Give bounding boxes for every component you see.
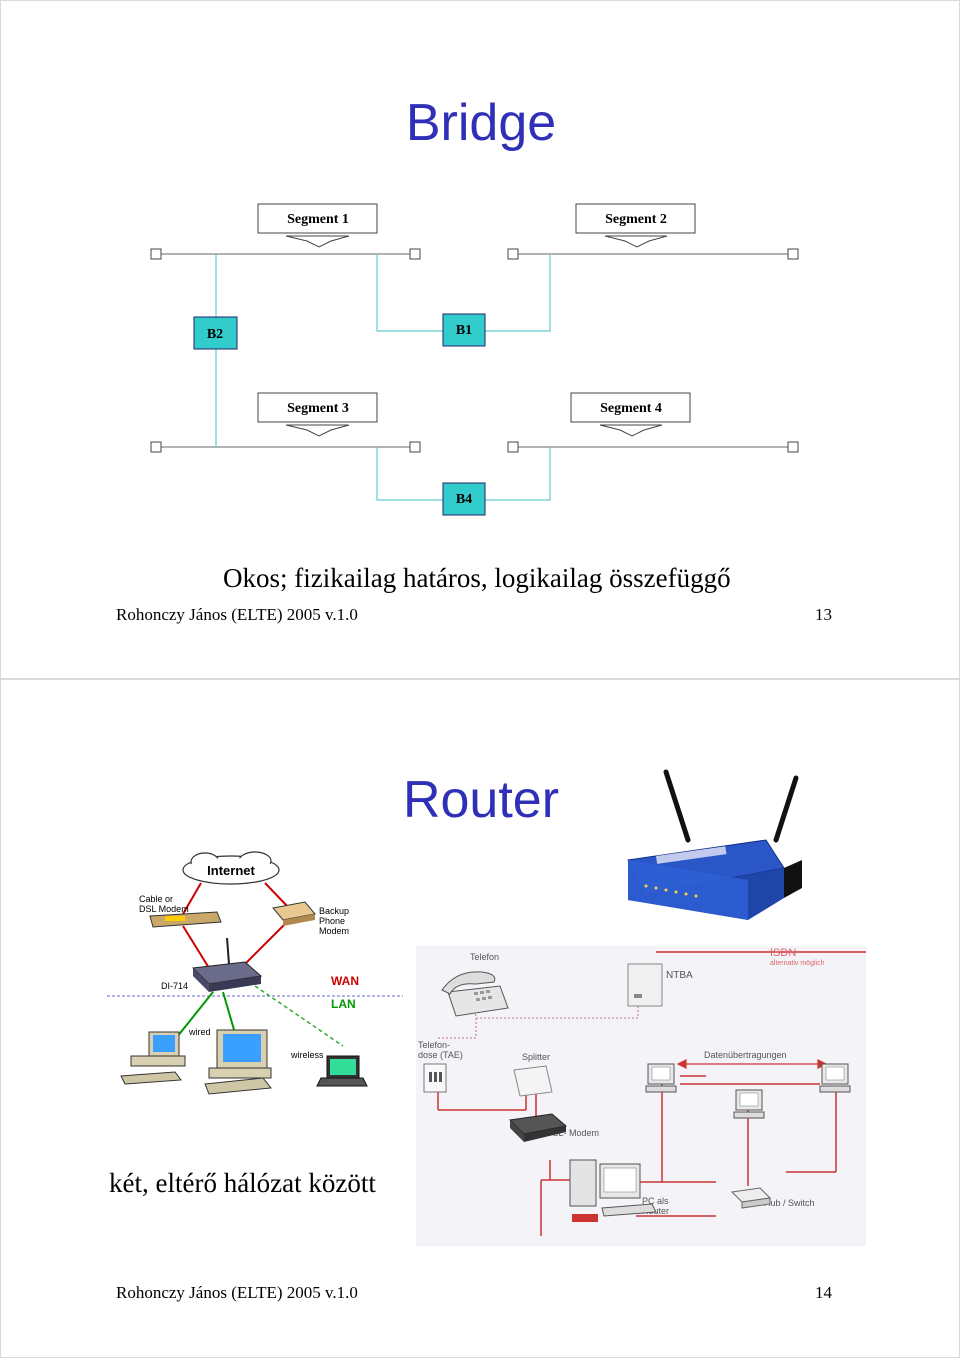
wired-label: wired xyxy=(188,1027,211,1037)
wan-label: WAN xyxy=(331,974,359,988)
desktop-computer-icon xyxy=(204,1029,272,1095)
bridge-b2: B2 xyxy=(193,316,238,350)
segment2-label: Segment 2 xyxy=(605,212,667,227)
telefon-label: Telefon xyxy=(470,952,499,962)
terminator xyxy=(150,441,162,453)
terminator xyxy=(507,441,519,453)
isdn-note: alternativ möglich xyxy=(770,960,825,967)
desktop-computer-icon xyxy=(733,1089,765,1119)
segment1-callout: Segment 1 xyxy=(257,203,378,248)
bridge-b1: B1 xyxy=(442,313,486,347)
splitter-label: Splitter xyxy=(522,1052,550,1062)
segment2-callout: Segment 2 xyxy=(575,203,696,248)
cable-modem-label-2: DSL Modem xyxy=(139,904,189,914)
slide-caption: Okos; fizikailag határos, logikailag öss… xyxy=(223,563,731,593)
segment4-label: Segment 4 xyxy=(600,401,662,416)
hub-switch-icon xyxy=(730,1187,772,1209)
segment3-label: Segment 3 xyxy=(287,401,349,416)
terminator xyxy=(787,248,799,260)
footer-author: Rohonczy János (ELTE) 2005 v.1.0 xyxy=(116,1283,358,1302)
b4-connection-right xyxy=(485,447,551,501)
terminator xyxy=(150,248,162,260)
telefondose-icon xyxy=(423,1063,447,1093)
footer-author: Rohonczy János (ELTE) 2005 v.1.0 xyxy=(116,605,358,624)
slide-bridge: Bridge xyxy=(0,0,960,679)
desktop-computer-icon xyxy=(645,1063,677,1093)
backup-label-2: Phone xyxy=(319,916,345,926)
router-model-label: DI-714 xyxy=(161,981,188,991)
datenubertragungen-label: Datenübertragungen xyxy=(704,1050,787,1060)
telefondose-label-2: dose (TAE) xyxy=(418,1050,463,1060)
backup-label-1: Backup xyxy=(319,906,349,916)
segment3-callout: Segment 3 xyxy=(257,392,378,437)
terminator xyxy=(409,441,421,453)
laptop-icon xyxy=(316,1055,368,1087)
phone-modem-icon xyxy=(272,901,316,926)
internet-cloud-icon: Internet xyxy=(182,851,280,885)
lan-label: LAN xyxy=(331,997,356,1011)
b1-connection-right xyxy=(485,254,551,332)
bridge-b4: B4 xyxy=(442,482,486,516)
internet-label: Internet xyxy=(207,863,255,878)
splitter-icon xyxy=(513,1065,553,1097)
dsl-network-diagram: Telefon NTBA ISDN alternativ möglich Tel… xyxy=(416,946,866,1246)
linksys-router-image xyxy=(627,769,802,920)
telephone-icon xyxy=(441,971,509,1017)
dsl-modem-icon xyxy=(508,1113,568,1142)
pc-als-label-1: PC als xyxy=(642,1196,669,1206)
segment1-label: Segment 1 xyxy=(287,212,349,227)
desktop-computer-icon xyxy=(120,1031,186,1085)
slide-caption: két, eltérő hálózat között xyxy=(109,1168,376,1198)
slide-router: Router Internet xyxy=(0,679,960,1358)
backup-label-3: Modem xyxy=(319,926,349,936)
pc-router-icon xyxy=(569,1159,657,1222)
isdn-label: ISDN xyxy=(770,947,796,959)
terminator xyxy=(507,248,519,260)
cable-modem-label-1: Cable or xyxy=(139,894,173,904)
slide-title: Bridge xyxy=(405,94,557,152)
page-number: 13 xyxy=(815,605,832,624)
segment4-callout: Segment 4 xyxy=(570,392,691,437)
home-network-diagram: Internet Cable or DSL Modem Backup Phone… xyxy=(107,851,403,1095)
wireless-label: wireless xyxy=(290,1050,324,1060)
antenna-left xyxy=(663,769,691,843)
telefondose-label-1: Telefon- xyxy=(418,1040,450,1050)
hub-switch-label: Hub / Switch xyxy=(764,1198,815,1208)
b1-connection-left xyxy=(376,254,443,332)
bridge-diagram: Segment 1 Segment 2 Segment 3 Segment 4 … xyxy=(150,203,799,516)
slide-title: Router xyxy=(402,771,560,829)
terminator xyxy=(409,248,421,260)
cable-modem-icon xyxy=(149,911,222,928)
antenna-right xyxy=(773,775,799,843)
b4-connection-left xyxy=(376,447,443,501)
home-router-icon xyxy=(191,937,263,992)
page-number: 14 xyxy=(815,1283,832,1302)
b2-label: B2 xyxy=(207,327,223,342)
ntba-label: NTBA xyxy=(666,970,693,981)
ntba-icon xyxy=(627,963,663,1007)
b4-label: B4 xyxy=(456,492,472,507)
desktop-computer-icon xyxy=(819,1063,851,1093)
dsl-modem-label: DSL- Modem xyxy=(546,1128,599,1138)
terminator xyxy=(787,441,799,453)
b1-label: B1 xyxy=(456,323,472,338)
